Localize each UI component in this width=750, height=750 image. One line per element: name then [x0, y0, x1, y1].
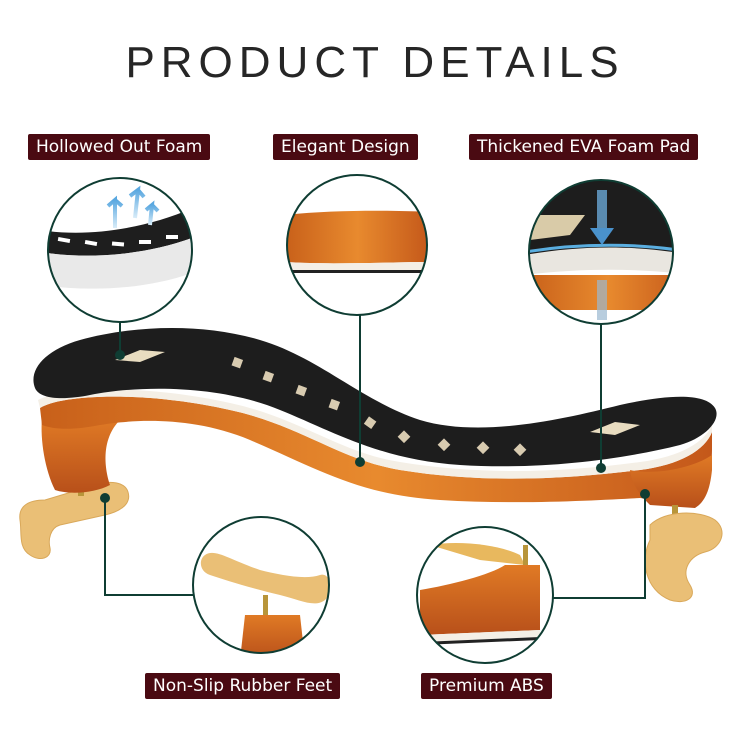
- callout-dots: [100, 350, 650, 503]
- detail-circle-thickened-eva: [528, 179, 674, 325]
- shoulder-rest-main: [19, 327, 723, 603]
- label-non-slip-rubber-feet: Non-Slip Rubber Feet: [145, 673, 341, 699]
- detail-circle-premium-abs: [416, 526, 554, 664]
- callout-connectors: [104, 315, 646, 599]
- label-premium-abs: Premium ABS: [421, 673, 552, 699]
- label-thickened-eva-foam-pad: Thickened EVA Foam Pad: [469, 134, 699, 160]
- detail-circle-hollowed-foam: [47, 177, 193, 323]
- detail-circle-rubber-feet: [192, 516, 330, 654]
- page-title: PRODUCT DETAILS: [125, 38, 625, 87]
- detail-circle-elegant-design: [286, 174, 428, 316]
- label-hollowed-out-foam: Hollowed Out Foam: [28, 134, 211, 160]
- label-elegant-design: Elegant Design: [273, 134, 418, 160]
